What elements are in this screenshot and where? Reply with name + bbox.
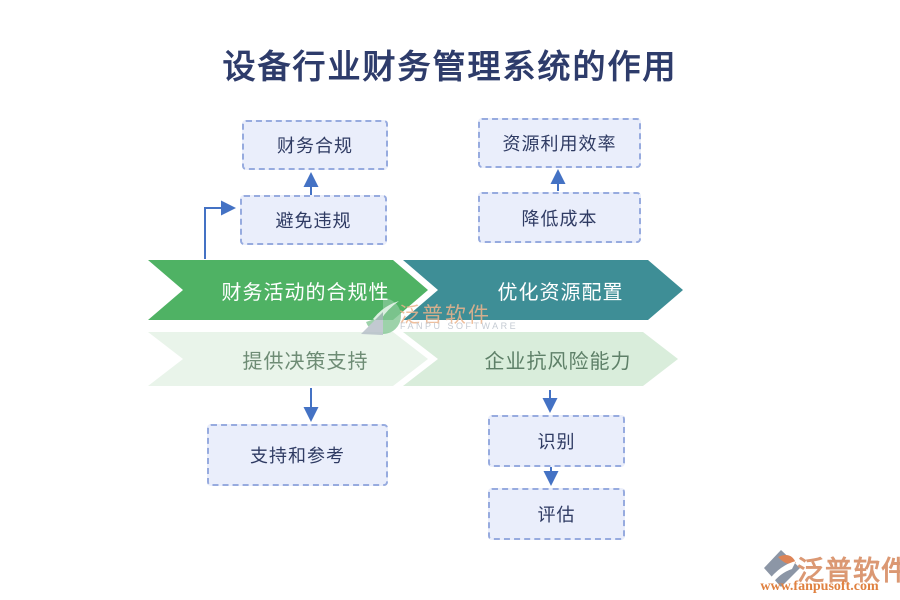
box-identify-label: 识别 bbox=[537, 432, 576, 452]
box-evaluate-label: 评估 bbox=[537, 505, 576, 525]
box-support-reference: 支持和参考 bbox=[207, 424, 388, 486]
box-avoid-violation: 避免违规 bbox=[240, 195, 387, 245]
page-title: 设备行业财务管理系统的作用 bbox=[222, 50, 678, 86]
arrow-banner-to-avoid-elbow bbox=[204, 200, 236, 259]
banner-shape-risk-resistance bbox=[403, 332, 678, 386]
box-resource-efficiency-label: 资源利用效率 bbox=[502, 134, 617, 154]
box-cost-reduction-label: 降低成本 bbox=[521, 208, 598, 229]
fanpu-logo-brand-text: 泛普软件 bbox=[797, 556, 900, 586]
fanpu-logo-url-text: www.fanpusoft.com bbox=[760, 579, 879, 594]
watermark-brand-text: 泛普软件 bbox=[399, 303, 491, 327]
box-evaluate: 评估 bbox=[488, 488, 625, 540]
box-cost-reduction: 降低成本 bbox=[478, 192, 641, 243]
box-finance-compliance: 财务合规 bbox=[242, 120, 388, 170]
box-avoid-violation-label: 避免违规 bbox=[275, 211, 352, 231]
banner-shape-resource-allocation bbox=[403, 260, 683, 320]
box-identify: 识别 bbox=[488, 415, 625, 467]
fanpu-logo-icon bbox=[764, 550, 800, 587]
box-resource-efficiency: 资源利用效率 bbox=[478, 118, 641, 168]
watermark-logo-icon bbox=[361, 298, 401, 335]
watermark-subtitle-text: FANPU SOFTWARE bbox=[400, 321, 519, 331]
banner-shape-compliance bbox=[148, 260, 428, 320]
box-support-reference-label: 支持和参考 bbox=[250, 446, 345, 466]
banner-shape-decision-support bbox=[148, 332, 428, 386]
box-finance-compliance-label: 财务合规 bbox=[277, 136, 353, 156]
